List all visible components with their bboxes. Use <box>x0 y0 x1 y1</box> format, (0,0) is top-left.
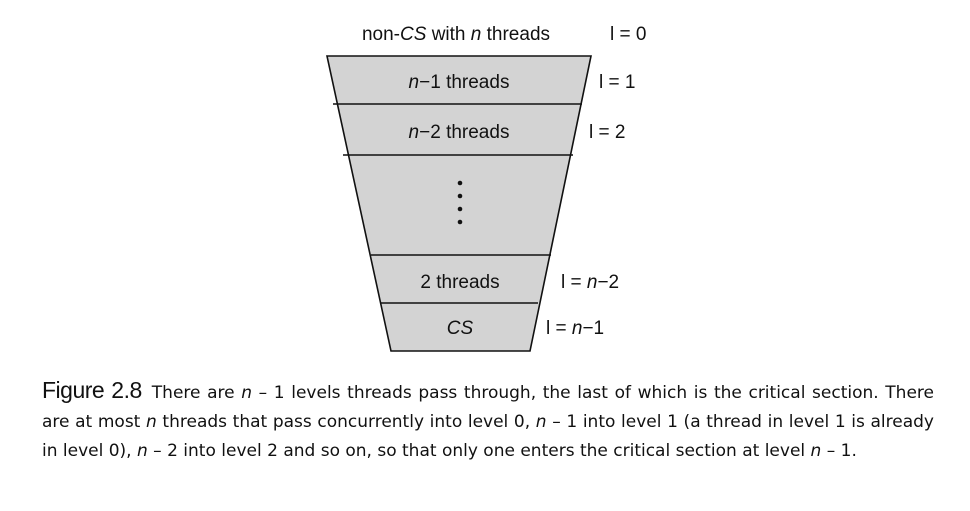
level-label-4: l = n−1 <box>546 318 604 339</box>
level-label-2: l = 2 <box>589 122 625 143</box>
ellipsis-dot <box>457 193 463 199</box>
funnel-shape <box>326 55 592 352</box>
level-label-1: l = 1 <box>599 72 635 93</box>
ellipsis-dot <box>457 206 463 212</box>
ellipsis-dot <box>457 180 463 186</box>
row-label-4: CS <box>447 318 474 339</box>
ellipsis-dot <box>457 219 463 225</box>
level-label-3: l = n−2 <box>561 272 619 293</box>
figure-label: Figure 2.8 <box>42 377 142 403</box>
row-label-3: 2 threads <box>420 272 499 293</box>
top-label: non-CS with n threads <box>362 24 550 45</box>
funnel-diagram: non-CS with n threads l = 0 n−1 threads … <box>326 24 646 352</box>
row-label-2: n−2 threads <box>409 122 510 143</box>
level-label-0: l = 0 <box>610 24 646 45</box>
row-label-1: n−1 threads <box>409 72 510 93</box>
